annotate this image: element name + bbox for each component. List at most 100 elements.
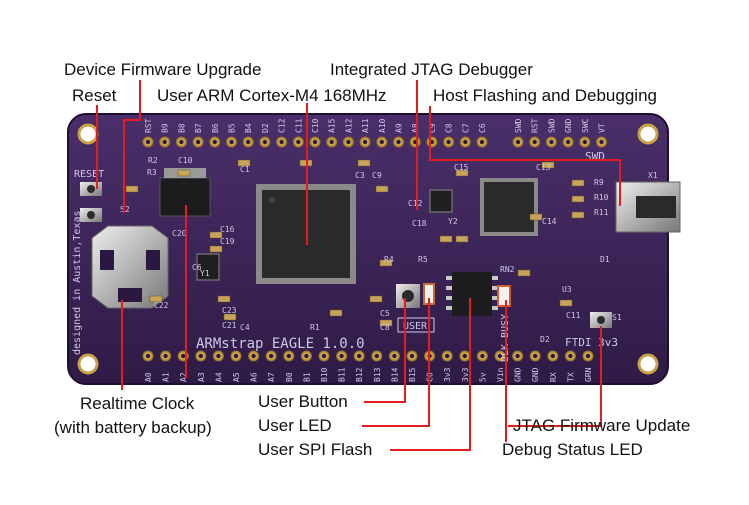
component-ref-label: R4	[384, 255, 394, 264]
passive-component	[559, 299, 573, 307]
callout-user-button: User Button	[258, 392, 348, 411]
mini-usb-connector	[615, 181, 681, 233]
component-ref-label: R2	[148, 156, 158, 165]
pin-label: A7	[267, 372, 276, 382]
jtag-debugger-mcu	[480, 178, 538, 236]
component-ref-label: X1	[648, 171, 658, 180]
pin-label: B15	[408, 367, 417, 382]
pin-label: A4	[214, 372, 223, 382]
component-ref-label: Y2	[448, 217, 458, 226]
component-ref-label: C13	[536, 163, 551, 172]
pin-label: A3	[197, 372, 206, 382]
component-ref-label: C22	[154, 301, 169, 310]
component-ref-label: C8	[380, 323, 390, 332]
component-ref-label: C11	[566, 311, 581, 320]
pin-label: GND	[514, 367, 523, 382]
callout-debug-status-led: Debug Status LED	[502, 440, 643, 459]
callout-dfu: Device Firmware Upgrade	[64, 60, 262, 79]
crystal-y1	[196, 253, 220, 281]
pin-label: 3v3	[443, 367, 452, 382]
pin-label: C12	[278, 118, 287, 133]
pin-label: C10	[311, 118, 320, 133]
component-ref-label: C5	[380, 309, 390, 318]
callout-reset: Reset	[72, 86, 117, 105]
passive-component	[237, 159, 251, 167]
passive-component	[357, 159, 371, 167]
passive-component	[571, 211, 585, 219]
pin-label: VT	[598, 123, 607, 133]
component-ref-label: C15	[454, 163, 469, 172]
pin-label: TX	[566, 372, 575, 382]
passive-component	[329, 309, 343, 317]
component-ref-label: C10	[178, 156, 193, 165]
passive-component	[455, 235, 469, 243]
passive-components	[125, 159, 585, 327]
callout-jtag-fw-update: JTAG Firmware Update	[513, 416, 691, 435]
pin-label: A15	[328, 118, 337, 133]
crystal-y2	[429, 189, 453, 213]
pin-label: C9	[428, 123, 437, 133]
pin-label: B8	[177, 123, 186, 133]
pin-label: B13	[373, 367, 382, 382]
component-ref-label: C12	[408, 199, 423, 208]
pin-label: 3v3	[461, 367, 470, 382]
component-ref-label: R10	[594, 193, 609, 202]
pin-label: RST	[144, 118, 153, 133]
pin-label: A10	[378, 118, 387, 133]
callout-lines	[96, 80, 621, 451]
component-ref-label: C21	[222, 321, 237, 330]
swd-silk: SWD	[585, 150, 605, 163]
pin-label: B14	[390, 367, 399, 382]
passive-component	[529, 213, 543, 221]
pin-label: B11	[338, 367, 347, 382]
pin-label: B4	[244, 123, 253, 133]
passive-component	[217, 295, 231, 303]
pin-label: B9	[161, 123, 170, 133]
passive-component	[209, 245, 223, 253]
component-ref-label: RN2	[500, 265, 515, 274]
pin-label: A8	[411, 123, 420, 133]
component-ref-label: C1	[240, 165, 250, 174]
pin-label: C6	[478, 123, 487, 133]
pin-label: C7	[461, 123, 470, 133]
passive-component	[517, 269, 531, 277]
component-ref-label: R9	[594, 178, 604, 187]
component-ref-label: D2	[540, 335, 550, 344]
pin-label: GRN	[584, 367, 593, 382]
pin-label: B0	[285, 372, 294, 382]
battery-holder	[91, 225, 169, 309]
pin-label: C0	[426, 372, 435, 382]
passive-component	[223, 313, 237, 321]
component-ref-label: Y1	[200, 269, 210, 278]
pin-label: B1	[302, 372, 311, 382]
top-header-pins	[142, 136, 488, 148]
component-ref-label: C19	[220, 237, 235, 246]
passive-component	[149, 295, 163, 303]
pin-label: RX	[549, 372, 558, 382]
component-ref-label: D1	[600, 255, 610, 264]
pin-label: B7	[194, 123, 203, 133]
swd-header-pins	[512, 136, 607, 148]
callout-host-flashing: Host Flashing and Debugging	[433, 86, 657, 105]
pin-label: B6	[211, 123, 220, 133]
component-ref-label: C14	[542, 217, 557, 226]
callout-rtc: Realtime Clock	[80, 394, 195, 413]
pin-label: C11	[294, 118, 303, 133]
pin-label: B10	[320, 367, 329, 382]
component-ref-label: C9	[372, 171, 382, 180]
pin-label: B12	[355, 367, 364, 382]
passive-component	[209, 231, 223, 239]
component-ref-label: R5	[418, 255, 428, 264]
passive-component	[455, 169, 469, 177]
pin-label: A1	[162, 372, 171, 382]
board-name-silk: ARMstrap EAGLE 1.0.0	[196, 336, 365, 352]
passive-component	[571, 179, 585, 187]
bottom-header-pins	[142, 350, 594, 362]
spi-flash-chip	[446, 272, 498, 316]
pin-label: SWC	[581, 118, 590, 133]
pin-label: SWD	[547, 118, 556, 133]
component-ref-label: R3	[147, 168, 157, 177]
